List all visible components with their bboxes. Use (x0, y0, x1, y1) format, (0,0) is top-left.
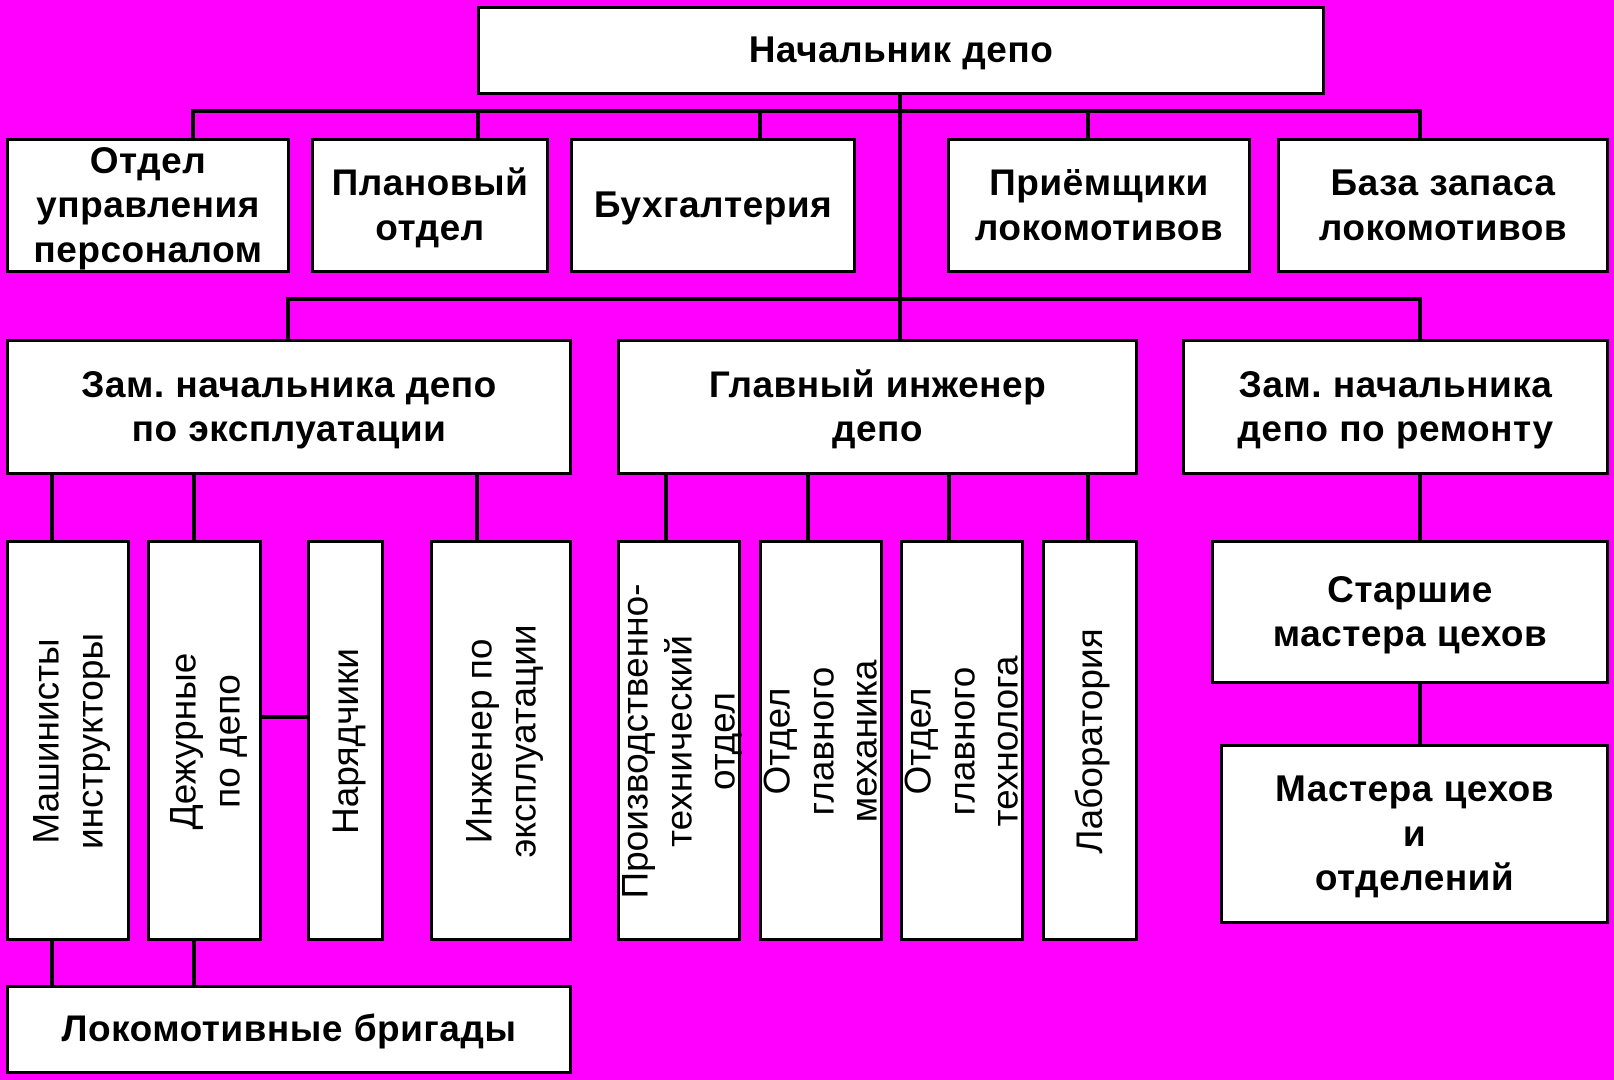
dispatchers-label: Нарядчики (324, 647, 366, 834)
production-department-box: Производственно- технический отдел (615, 540, 743, 941)
locomotive-receivers-box: Приёмщики локомотивов (947, 138, 1251, 273)
deputy-operation-label: Зам. начальника депо по эксплуатации (81, 363, 497, 449)
chief-mechanic-box: Отдел главного механика (757, 540, 885, 941)
head-of-depot-box: Начальник депо (477, 6, 1325, 95)
deputy-operation-box: Зам. начальника депо по эксплуатации (6, 339, 572, 475)
head-of-depot-label: Начальник депо (748, 29, 1054, 71)
chief-mechanic-label: Отдел главного механика (756, 659, 885, 822)
senior-masters-box: Старшие мастера цехов (1211, 540, 1609, 684)
planning-department-label: Плановый отдел (331, 162, 529, 248)
reserve-base-label: База запаса локомотивов (1318, 162, 1568, 248)
locomotive-crews-box: Локомотивные бригады (6, 985, 572, 1074)
laboratory-box: Лаборатория (1042, 540, 1138, 941)
masters-label: Мастера цехов и отделений (1275, 768, 1554, 899)
hr-department-box: Отдел управления персоналом (6, 138, 290, 273)
reserve-base-box: База запаса локомотивов (1277, 138, 1609, 273)
laboratory-label: Лаборатория (1069, 627, 1111, 854)
chief-engineer-label: Главный инженер депо (708, 363, 1047, 449)
chief-technologist-label: Отдел главного технолога (897, 655, 1026, 826)
accounting-box: Бухгалтерия (570, 138, 856, 273)
chief-engineer-box: Главный инженер депо (617, 339, 1138, 475)
instructors-box: Машинисты инструкторы (6, 540, 130, 941)
deputy-repair-box: Зам. начальника депо по ремонту (1182, 339, 1609, 475)
planning-department-box: Плановый отдел (311, 138, 549, 273)
deputy-repair-label: Зам. начальника депо по ремонту (1237, 363, 1554, 449)
locomotive-crews-label: Локомотивные бригады (61, 1008, 517, 1050)
operation-engineer-label: Инженер по эксплуатации (458, 623, 543, 858)
production-department-label: Производственно- технический отдел (614, 582, 743, 899)
chief-technologist-box: Отдел главного технолога (898, 540, 1026, 941)
accounting-label: Бухгалтерия (593, 184, 833, 226)
duty-officers-box: Дежурные по депо (147, 540, 262, 941)
hr-department-label: Отдел управления персоналом (33, 139, 263, 270)
duty-officers-label: Дежурные по депо (161, 652, 247, 829)
masters-box: Мастера цехов и отделений (1220, 744, 1609, 924)
senior-masters-label: Старшие мастера цехов (1272, 568, 1548, 654)
instructors-label: Машинисты инструкторы (25, 632, 110, 849)
operation-engineer-box: Инженер по эксплуатации (430, 540, 572, 941)
locomotive-receivers-label: Приёмщики локомотивов (974, 162, 1224, 248)
dispatchers-box: Нарядчики (307, 540, 384, 941)
